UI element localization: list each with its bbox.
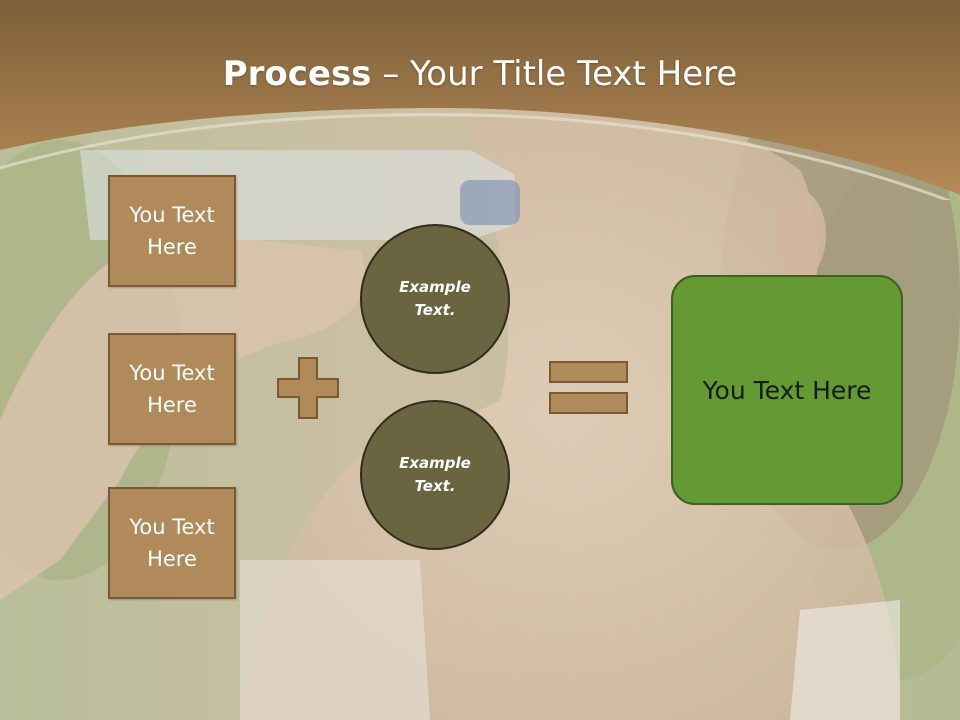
title-banner (0, 0, 960, 200)
example-circle-1[interactable]: Example Text. (360, 224, 510, 374)
circle-2-text: Example Text. (399, 454, 471, 495)
slide-title: Process – Your Title Text Here (0, 54, 960, 94)
text-box-1[interactable]: You Text Here (108, 175, 236, 287)
equals-icon (549, 361, 628, 414)
text-box-2[interactable]: You Text Here (108, 333, 236, 445)
title-rest: – Your Title Text Here (371, 54, 738, 94)
result-box[interactable]: You Text Here (671, 275, 903, 505)
circle-1-text: Example Text. (399, 278, 471, 319)
example-circle-2[interactable]: Example Text. (360, 400, 510, 550)
title-bold: Process (222, 54, 372, 94)
text-box-3[interactable]: You Text Here (108, 487, 236, 599)
plus-icon (277, 357, 339, 419)
